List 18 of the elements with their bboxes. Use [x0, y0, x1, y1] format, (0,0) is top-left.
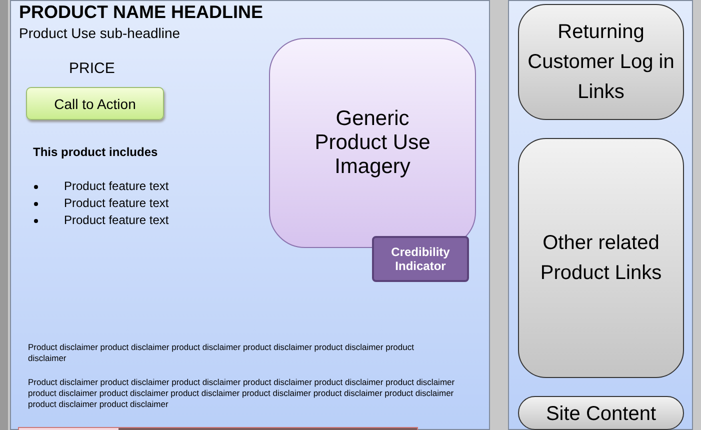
content-box: Site Content — [518, 396, 684, 430]
link-box: Other related Product Links — [518, 138, 684, 378]
disclaimer-text: Product disclaimer product disclaimer product disclaimer product disclaimer product disclaimer product disclaimer — [28, 342, 415, 364]
bullet-item: Product feature text — [33, 196, 169, 210]
image-placeholder-card: Generic Product Use Imagery — [269, 38, 476, 248]
price-text: PRICE — [69, 60, 116, 77]
headline: PRODUCT NAME HEADLINE — [19, 2, 264, 23]
sidebar-panel — [508, 0, 693, 430]
disclaimer-text: Product disclaimer product disclaimer product disclaimer product disclaimer product disclaimer product disclaimer product disclaimer product disclaimer product disclaimer product disclaimer product disclaimer product disclaimer product disclaimer product disclaimer — [28, 377, 456, 410]
call-to-action-button: Call to Action — [26, 87, 164, 120]
photo-strip — [18, 427, 418, 430]
bullet-item: Product feature text — [33, 179, 169, 193]
bullet-item: Product feature text — [33, 213, 169, 227]
link-box: Returning Customer Log in Links — [518, 4, 684, 120]
content-panel — [10, 0, 490, 430]
list-heading: This product includes — [33, 145, 159, 159]
credibility-badge: Credibility Indicator — [372, 236, 469, 282]
sub-headline: Product Use sub-headline — [19, 25, 182, 41]
